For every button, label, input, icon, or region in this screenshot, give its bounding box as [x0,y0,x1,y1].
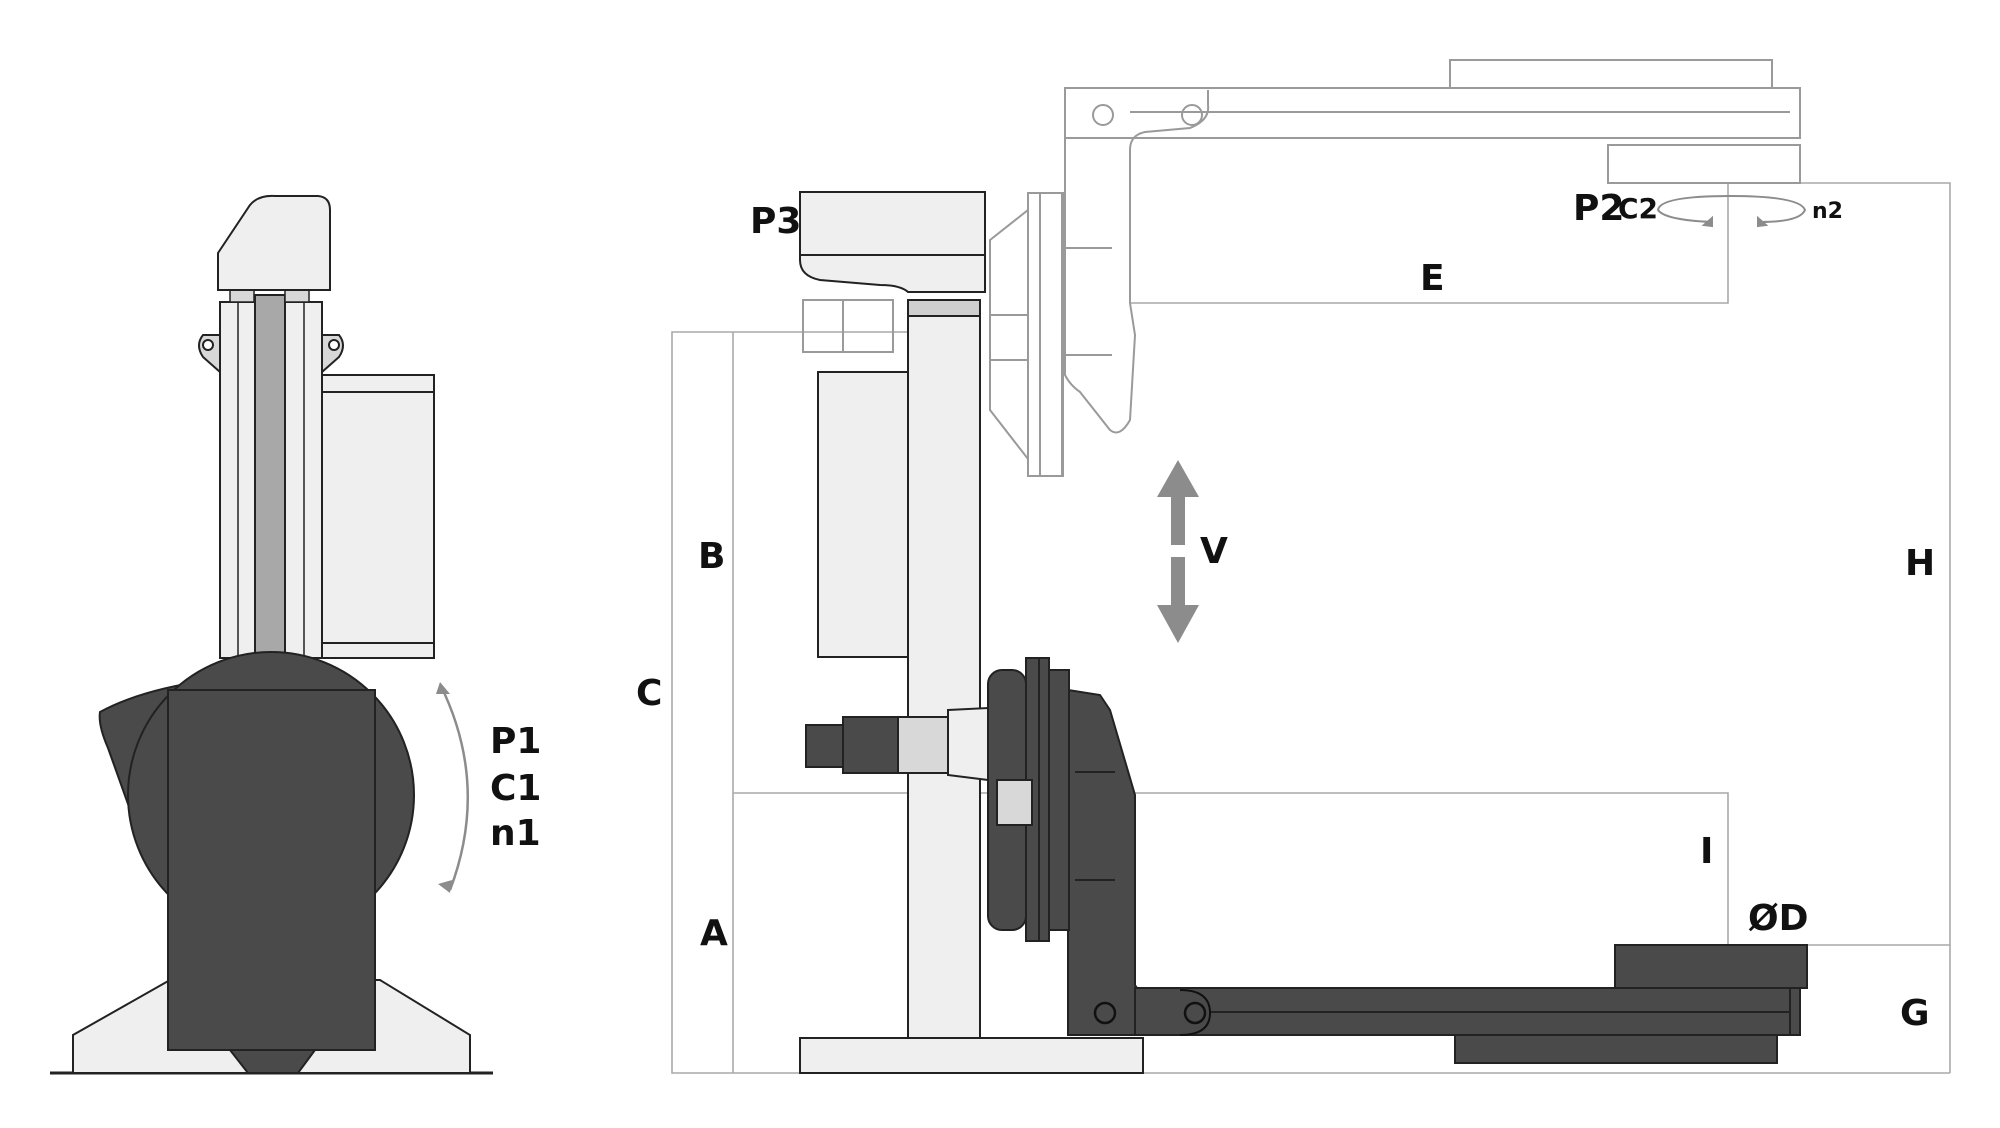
side-motor-window [996,779,1033,826]
label-h: H [1905,543,1935,584]
side-top-head [799,191,986,293]
ghost-raised-assembly [802,59,1801,477]
dim-e-line [1130,183,1729,304]
label-p2: P2 [1573,188,1624,229]
side-lower-cone [947,706,989,782]
side-turntable-bottom [1454,1034,1778,1064]
side-lower-drive-2 [842,716,899,774]
side-flange-3 [1048,669,1070,931]
side-flange-2 [1038,657,1050,942]
side-view: P3 P2 C2 n2 E V B C A H I ØD G [636,59,1951,1074]
front-view: P1 C1 n1 [50,194,541,1075]
front-top-head [217,194,331,291]
front-column-core [254,294,286,659]
label-n2: n2 [1812,199,1843,224]
side-column [907,299,981,1039]
rotation-arrow-p2-icon [1656,194,1807,228]
label-g: G [1900,993,1930,1034]
label-n1: n1 [490,813,541,854]
label-e: E [1420,258,1445,299]
front-motor-box [321,374,435,659]
label-a: A [700,913,728,954]
front-faceplate [167,689,376,1051]
label-c2: C2 [1618,192,1658,225]
label-i: I [1700,831,1713,872]
side-turntable-top [1614,944,1808,989]
side-motor-box [817,371,909,658]
label-p3: P3 [750,201,801,242]
label-od: ØD [1748,898,1809,939]
label-v: V [1200,531,1228,572]
front-bottom-cone [227,1049,317,1074]
label-c: C [636,673,662,714]
vertical-travel-arrow-icon [1157,460,1199,643]
side-pivot-1 [1093,1001,1117,1025]
side-pivot-2 [1183,1001,1207,1025]
label-c1: C1 [490,768,541,809]
side-lower-drive-3 [897,716,949,774]
rotation-arrow-p1-icon [438,683,469,891]
dim-h-line [1790,182,1951,1073]
dim-i-line [733,792,1729,945]
label-b: B [698,536,725,577]
side-base [799,1037,1144,1074]
label-p1: P1 [490,721,541,762]
dim-c-outline [671,331,1950,1074]
side-lower-drive-1 [805,724,844,768]
